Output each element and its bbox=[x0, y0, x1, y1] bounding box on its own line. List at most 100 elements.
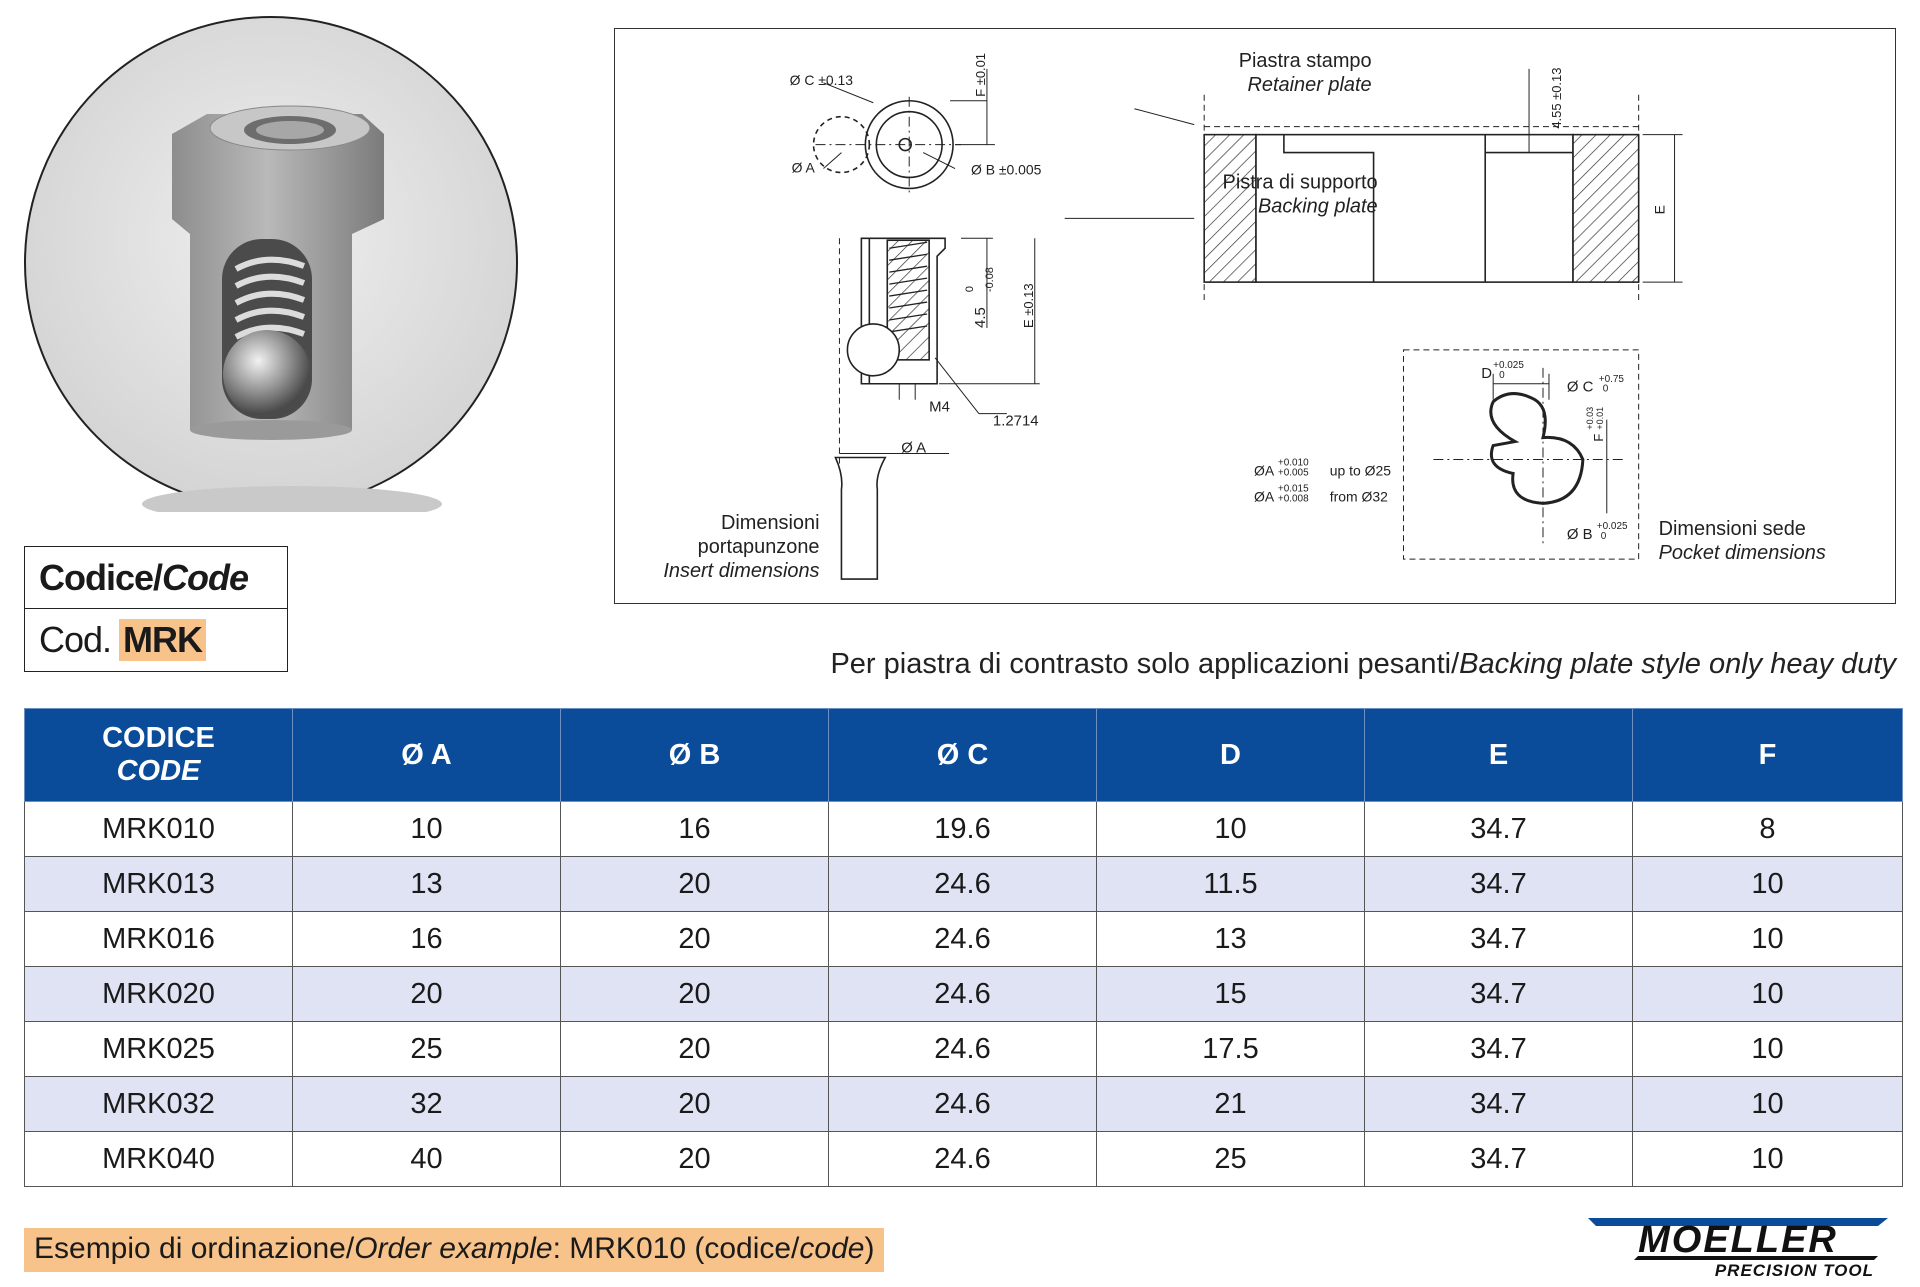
table-cell: 16 bbox=[292, 911, 561, 967]
table-cell: 10 bbox=[1632, 856, 1903, 912]
label-f-tol-low: +0.01 bbox=[1595, 407, 1605, 430]
label-backing-it: Pistra di supporto bbox=[1223, 171, 1378, 193]
label-a2-tol-low: +0.008 bbox=[1278, 493, 1309, 504]
table-cell: 24.6 bbox=[828, 966, 1097, 1022]
label-f: F bbox=[1591, 434, 1606, 442]
label-d: D bbox=[1481, 365, 1492, 382]
code-box-title: Codice/Code bbox=[25, 547, 287, 609]
label-d-tol-low: 0 bbox=[1499, 370, 1505, 381]
table-cell: 34.7 bbox=[1364, 1021, 1633, 1077]
table-cell: MRK025 bbox=[24, 1021, 293, 1077]
label-a1-range: up to Ø25 bbox=[1330, 462, 1391, 478]
label-dia-a-2: Ø A bbox=[901, 440, 926, 457]
label-a2-range: from Ø32 bbox=[1330, 488, 1388, 504]
label-d-tol-up: +0.025 bbox=[1493, 360, 1524, 371]
table-cell: 25 bbox=[292, 1021, 561, 1077]
table-cell: 24.6 bbox=[828, 911, 1097, 967]
table-cell: MRK016 bbox=[24, 911, 293, 967]
table-cell: MRK020 bbox=[24, 966, 293, 1022]
table-cell: 16 bbox=[560, 801, 829, 857]
table-cell: 21 bbox=[1096, 1076, 1365, 1132]
header-dia-b: Ø B bbox=[560, 708, 829, 802]
table-cell: 10 bbox=[1632, 911, 1903, 967]
product-photo bbox=[22, 14, 520, 522]
technical-drawing: Ø C ±0.13 F ±0.01 Ø A Ø B ±0.005 4.5 0 -… bbox=[614, 28, 1896, 604]
label-a1-tol-low: +0.005 bbox=[1278, 467, 1309, 478]
table-cell: 34.7 bbox=[1364, 856, 1633, 912]
table-cell: 24.6 bbox=[828, 1021, 1097, 1077]
table-cell: MRK040 bbox=[24, 1131, 293, 1187]
table-cell: 34.7 bbox=[1364, 1076, 1633, 1132]
header-code-en: CODE bbox=[116, 755, 201, 787]
label-c-tol-up: +0.75 bbox=[1599, 374, 1625, 385]
moeller-logo: MOELLER PRECISION TOOL bbox=[1578, 1210, 1898, 1280]
table-cell: 10 bbox=[1632, 1076, 1903, 1132]
label-b-tol-up: +0.025 bbox=[1597, 521, 1628, 532]
table-caption: Per piastra di contrasto solo applicazio… bbox=[830, 648, 1896, 681]
table-cell: 25 bbox=[1096, 1131, 1365, 1187]
table-cell: 8 bbox=[1632, 801, 1903, 857]
table-cell: 34.7 bbox=[1364, 911, 1633, 967]
label-backing-en: Backing plate bbox=[1258, 195, 1378, 217]
label-pitch: 1.2714 bbox=[993, 413, 1039, 430]
order-example-en: Order example bbox=[354, 1232, 553, 1265]
table-cell: 20 bbox=[560, 1131, 829, 1187]
logo-brand: MOELLER bbox=[1638, 1219, 1838, 1261]
table-cell: 32 bbox=[292, 1076, 561, 1132]
drawing-svg: Ø C ±0.13 F ±0.01 Ø A Ø B ±0.005 4.5 0 -… bbox=[663, 50, 1825, 582]
order-example-it: Esempio di ordinazione/ bbox=[34, 1232, 355, 1265]
label-c: Ø C bbox=[1567, 379, 1594, 396]
table-cell: 17.5 bbox=[1096, 1021, 1365, 1077]
code-box: Codice/Code Cod.MRK bbox=[24, 546, 288, 672]
code-box-value-row: Cod.MRK bbox=[25, 609, 287, 671]
table-cell: 10 bbox=[1096, 801, 1365, 857]
table-cell: 24.6 bbox=[828, 1076, 1097, 1132]
table-cell: 10 bbox=[292, 801, 561, 857]
label-e: E bbox=[1652, 205, 1668, 214]
table-cell: MRK013 bbox=[24, 856, 293, 912]
order-example-code-word: code bbox=[799, 1232, 865, 1265]
label-insert-it-2: portapunzone bbox=[698, 536, 820, 558]
table-cell: 13 bbox=[292, 856, 561, 912]
label-f-tol: F ±0.01 bbox=[973, 53, 988, 97]
table-cell: 40 bbox=[292, 1131, 561, 1187]
table-cell: 20 bbox=[560, 966, 829, 1022]
table-cell: 11.5 bbox=[1096, 856, 1365, 912]
table-cell: 10 bbox=[1632, 1131, 1903, 1187]
label-a2-tol-up: +0.015 bbox=[1278, 483, 1309, 494]
caption-it: Per piastra di contrasto solo applicazio… bbox=[830, 648, 1460, 680]
code-title-it: Codice/ bbox=[39, 556, 163, 598]
label-dim-455: 4.55 ±0.13 bbox=[1549, 68, 1564, 129]
label-a1: ØA bbox=[1254, 462, 1275, 478]
code-prefix: Cod. bbox=[39, 619, 112, 660]
table-cell: 34.7 bbox=[1364, 966, 1633, 1022]
table-cell: 20 bbox=[560, 856, 829, 912]
header-code-it: CODICE bbox=[102, 722, 215, 754]
order-example-sep: : bbox=[552, 1232, 570, 1265]
label-retainer-it: Piastra stampo bbox=[1239, 50, 1372, 72]
table-cell: 20 bbox=[292, 966, 561, 1022]
label-a2: ØA bbox=[1254, 488, 1275, 504]
label-c-tol-low: 0 bbox=[1603, 384, 1609, 395]
label-dia-a: Ø A bbox=[792, 160, 816, 176]
label-retainer-en: Retainer plate bbox=[1248, 74, 1372, 96]
label-insert-en: Insert dimensions bbox=[663, 560, 819, 582]
caption-en: Backing plate style only heay duty bbox=[1459, 648, 1896, 680]
header-dia-c: Ø C bbox=[828, 708, 1097, 802]
header-e: E bbox=[1364, 708, 1633, 802]
table-cell: 24.6 bbox=[828, 856, 1097, 912]
table-cell: MRK032 bbox=[24, 1076, 293, 1132]
table-cell: 20 bbox=[560, 1076, 829, 1132]
code-value: MRK bbox=[119, 619, 207, 661]
table-cell: 15 bbox=[1096, 966, 1365, 1022]
table-cell: 20 bbox=[560, 1021, 829, 1077]
label-m4: M4 bbox=[929, 399, 950, 416]
label-b: Ø B bbox=[1567, 526, 1593, 543]
